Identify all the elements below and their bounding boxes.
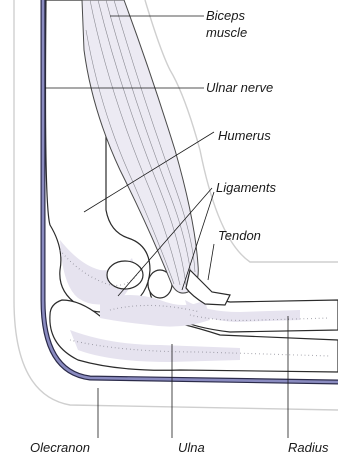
label-biceps-line2: muscle	[206, 25, 247, 40]
label-olecranon: Olecranon	[30, 440, 90, 455]
label-radius: Radius	[288, 440, 329, 455]
label-tendon: Tendon	[218, 228, 261, 243]
capitulum	[107, 261, 143, 289]
label-ligaments: Ligaments	[216, 180, 276, 195]
leader-tendon	[208, 244, 214, 280]
label-ulna: Ulna	[178, 440, 205, 455]
label-biceps-line1: Biceps	[206, 8, 246, 23]
label-humerus: Humerus	[218, 128, 271, 143]
label-ulnar-nerve: Ulnar nerve	[206, 80, 273, 95]
